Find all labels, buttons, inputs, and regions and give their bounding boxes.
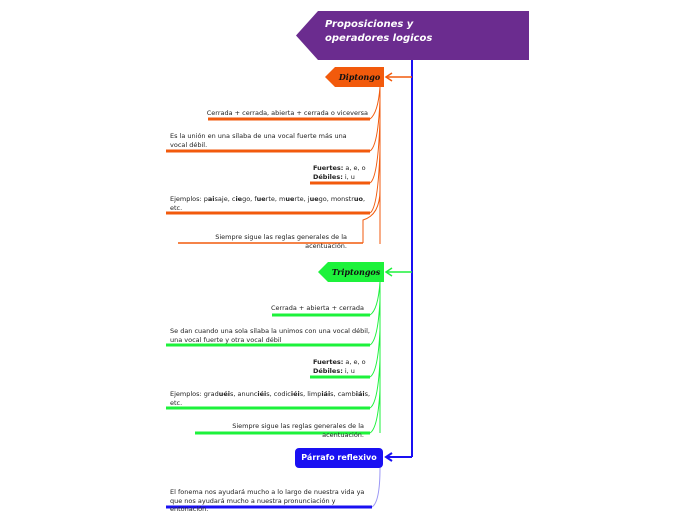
topic-diptongo[interactable]: Diptongo xyxy=(325,67,384,87)
leaf-text-run: Cerrada + cerrada, abierta + cerrada o v… xyxy=(206,109,368,117)
leaf-text-run: ue xyxy=(256,195,266,203)
leaf-text-run: iéi xyxy=(290,390,300,398)
topic-diptongo-label: Diptongo xyxy=(338,72,381,82)
leaf-text-run: Fuertes: xyxy=(313,358,344,366)
leaf-text-run: go, monstr xyxy=(318,195,354,203)
central-topic-label: Proposiciones y operadores logicos xyxy=(325,19,433,44)
leaf-text-run: etc. xyxy=(170,398,183,407)
leaf-text[interactable]: Cerrada + cerrada, abierta + cerrada o v… xyxy=(190,109,368,118)
leaf-text-run: rte, m xyxy=(265,195,286,203)
leaf-text[interactable]: Siempre sigue las reglas generales de la… xyxy=(176,233,347,250)
leaf-text-run: go, f xyxy=(242,195,257,203)
leaf-text-run: iéi xyxy=(257,390,267,398)
leaf-text-run: i, u xyxy=(342,172,355,181)
leaf-text-run: Fuertes: xyxy=(313,164,344,172)
leaf-text-run: rte, j xyxy=(294,195,310,203)
leaf-text-run: Cerrada + abierta + cerrada xyxy=(270,304,364,312)
leaf-text-run: a, e, o xyxy=(343,358,366,366)
leaf-text-run: Siempre sigue las reglas generales de la… xyxy=(215,233,347,250)
leaf-text-run: Se dan cuando una sola sílaba la unimos … xyxy=(170,327,370,344)
leaf-text[interactable]: Ejemplos: graduéis, anunciéis, codiciéis… xyxy=(170,390,370,407)
leaf-text-run: s, anunc xyxy=(229,390,258,398)
leaf-text-run: etc. xyxy=(170,203,183,212)
leaf-text-run: a, e, o xyxy=(343,164,366,172)
topic-parrafo-reflexivo[interactable]: Párrafo reflexivo xyxy=(295,448,383,468)
leaf-text-run: s, limp xyxy=(299,390,322,398)
leaf-text-run: iái xyxy=(355,390,365,398)
topic-triptongos[interactable]: Triptongos xyxy=(318,262,384,282)
leaf-text-run: uéi xyxy=(218,390,230,398)
leaf-text-run: Siempre sigue las reglas generales de la… xyxy=(232,422,364,439)
leaf-text-run: ue xyxy=(309,195,319,203)
leaf-text-run: uo xyxy=(353,195,363,203)
leaf-text-run: Ejemplos: p xyxy=(170,195,208,203)
leaf-text-run: s, camb xyxy=(330,390,356,398)
leaf-text-run: Ejemplos: grad xyxy=(170,390,219,398)
leaf-text[interactable]: Se dan cuando una sola sílaba la unimos … xyxy=(170,327,370,344)
leaf-text-run: Débiles: xyxy=(313,172,343,181)
leaf-text[interactable]: El fonema nos ayudará mucho a lo largo d… xyxy=(170,488,370,514)
leaf-text-run: Es la unión en una sílaba de una vocal f… xyxy=(170,132,347,149)
leaf-text[interactable]: Cerrada + abierta + cerrada xyxy=(262,304,364,313)
leaf-text[interactable]: Siempre sigue las reglas generales de la… xyxy=(190,422,364,439)
leaf-text-run: i, u xyxy=(342,366,355,375)
leaf-text-run: El fonema nos ayudará mucho a lo largo d… xyxy=(170,488,365,513)
leaf-text[interactable]: Es la unión en una sílaba de una vocal f… xyxy=(170,132,362,149)
leaf-text-run: ie xyxy=(235,195,243,203)
topic-triptongos-label: Triptongos xyxy=(331,267,381,277)
leaf-text-run: Débiles: xyxy=(313,366,343,375)
leaf-text-run: iái xyxy=(321,390,331,398)
central-topic[interactable]: Proposiciones y operadores logicos xyxy=(296,11,529,60)
leaf-text-run: s, codic xyxy=(266,390,291,398)
leaf-text-run: saje, c xyxy=(214,195,236,203)
leaf-text[interactable]: Ejemplos: paisaje, ciego, fuerte, muerte… xyxy=(170,195,366,212)
leaf-text-run: ai xyxy=(207,195,215,203)
leaf-text-run: ue xyxy=(285,195,295,203)
leaf-text-run: s, xyxy=(364,390,371,398)
leaf-text-run: , xyxy=(362,195,366,203)
